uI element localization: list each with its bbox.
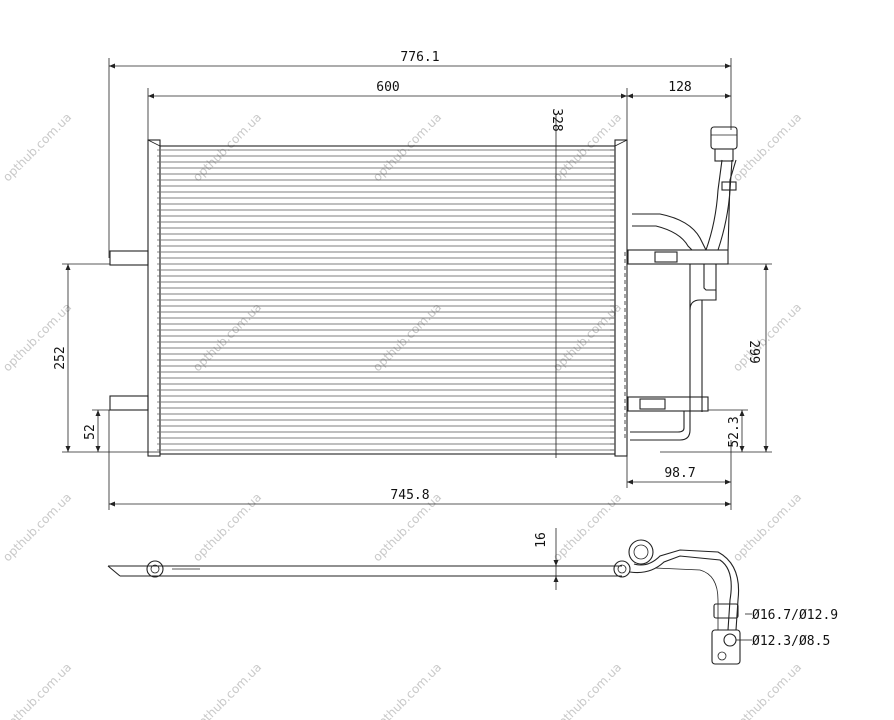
dimension-arrow	[148, 93, 154, 99]
dim-left-spacing: 252	[53, 346, 68, 369]
fitting-upper	[713, 603, 739, 619]
dimension-arrow	[739, 410, 745, 416]
dimension-arrow	[65, 446, 71, 452]
dimension-lines	[62, 58, 772, 582]
dimension-arrow	[109, 501, 115, 507]
dimension-arrow	[725, 93, 731, 99]
watermark-text: opthub.com.ua	[550, 300, 624, 374]
dimension-arrow	[627, 479, 633, 485]
watermark-text: opthub.com.ua	[550, 490, 624, 564]
side-port-left	[146, 560, 164, 578]
dim-bottom-width: 745.8	[390, 488, 429, 503]
left-tank	[147, 139, 161, 457]
core-fins	[157, 149, 615, 451]
watermark-text: opthub.com.ua	[190, 490, 264, 564]
dim-right-offset: 98.7	[664, 466, 695, 481]
watermark-text: opthub.com.ua	[0, 490, 74, 564]
dimension-labels: 776.1 600 128 328 252 52 299 52.3 98.7 7…	[53, 50, 761, 548]
dimension-arrow	[763, 446, 769, 452]
dimension-arrow	[725, 479, 731, 485]
dim-left-bottom: 52	[83, 424, 98, 440]
watermark-text: opthub.com.ua	[190, 110, 264, 184]
left-lower-port	[109, 395, 149, 411]
front-view	[109, 114, 738, 458]
dim-thickness: 16	[534, 532, 549, 548]
left-upper-port	[109, 250, 149, 266]
dimension-arrow	[95, 446, 101, 452]
watermark-text: opthub.com.ua	[370, 660, 444, 720]
dim-right-height: 299	[746, 340, 761, 363]
watermark-text: opthub.com.ua	[0, 660, 74, 720]
watermark-text: opthub.com.ua	[370, 300, 444, 374]
pipe-spec-upper: Ø16.7/Ø12.9	[752, 608, 838, 623]
fitting-lower	[711, 629, 741, 665]
watermark-text: opthub.com.ua	[730, 110, 804, 184]
dimension-arrow	[763, 264, 769, 270]
dim-side-width: 128	[668, 80, 691, 95]
watermark-text: opthub.com.ua	[730, 660, 804, 720]
dimension-arrow	[627, 93, 633, 99]
dimension-arrow	[725, 63, 731, 69]
dimension-arrow	[739, 446, 745, 452]
side-view	[107, 528, 752, 665]
dimension-arrow	[621, 93, 627, 99]
dimension-arrow	[95, 410, 101, 416]
side-port-top	[628, 539, 654, 565]
watermark-text: opthub.com.ua	[730, 490, 804, 564]
dimension-arrow	[65, 264, 71, 270]
dimension-arrow	[725, 501, 731, 507]
right-piping	[627, 126, 738, 441]
watermark-text: opthub.com.ua	[370, 110, 444, 184]
dim-core-width: 600	[376, 80, 399, 95]
pipe-spec-lower: Ø12.3/Ø8.5	[752, 634, 830, 649]
dim-core-height: 328	[549, 108, 564, 131]
dimension-arrow	[109, 63, 115, 69]
watermark-text: opthub.com.ua	[730, 300, 804, 374]
watermark-text: opthub.com.ua	[190, 300, 264, 374]
dim-overall-width: 776.1	[400, 50, 439, 65]
watermark-text: opthub.com.ua	[550, 660, 624, 720]
side-port-right	[613, 560, 631, 578]
watermark-text: opthub.com.ua	[190, 660, 264, 720]
right-tank	[614, 139, 628, 457]
dim-right-bottom: 52.3	[727, 416, 742, 447]
watermark-text: opthub.com.ua	[0, 110, 74, 184]
